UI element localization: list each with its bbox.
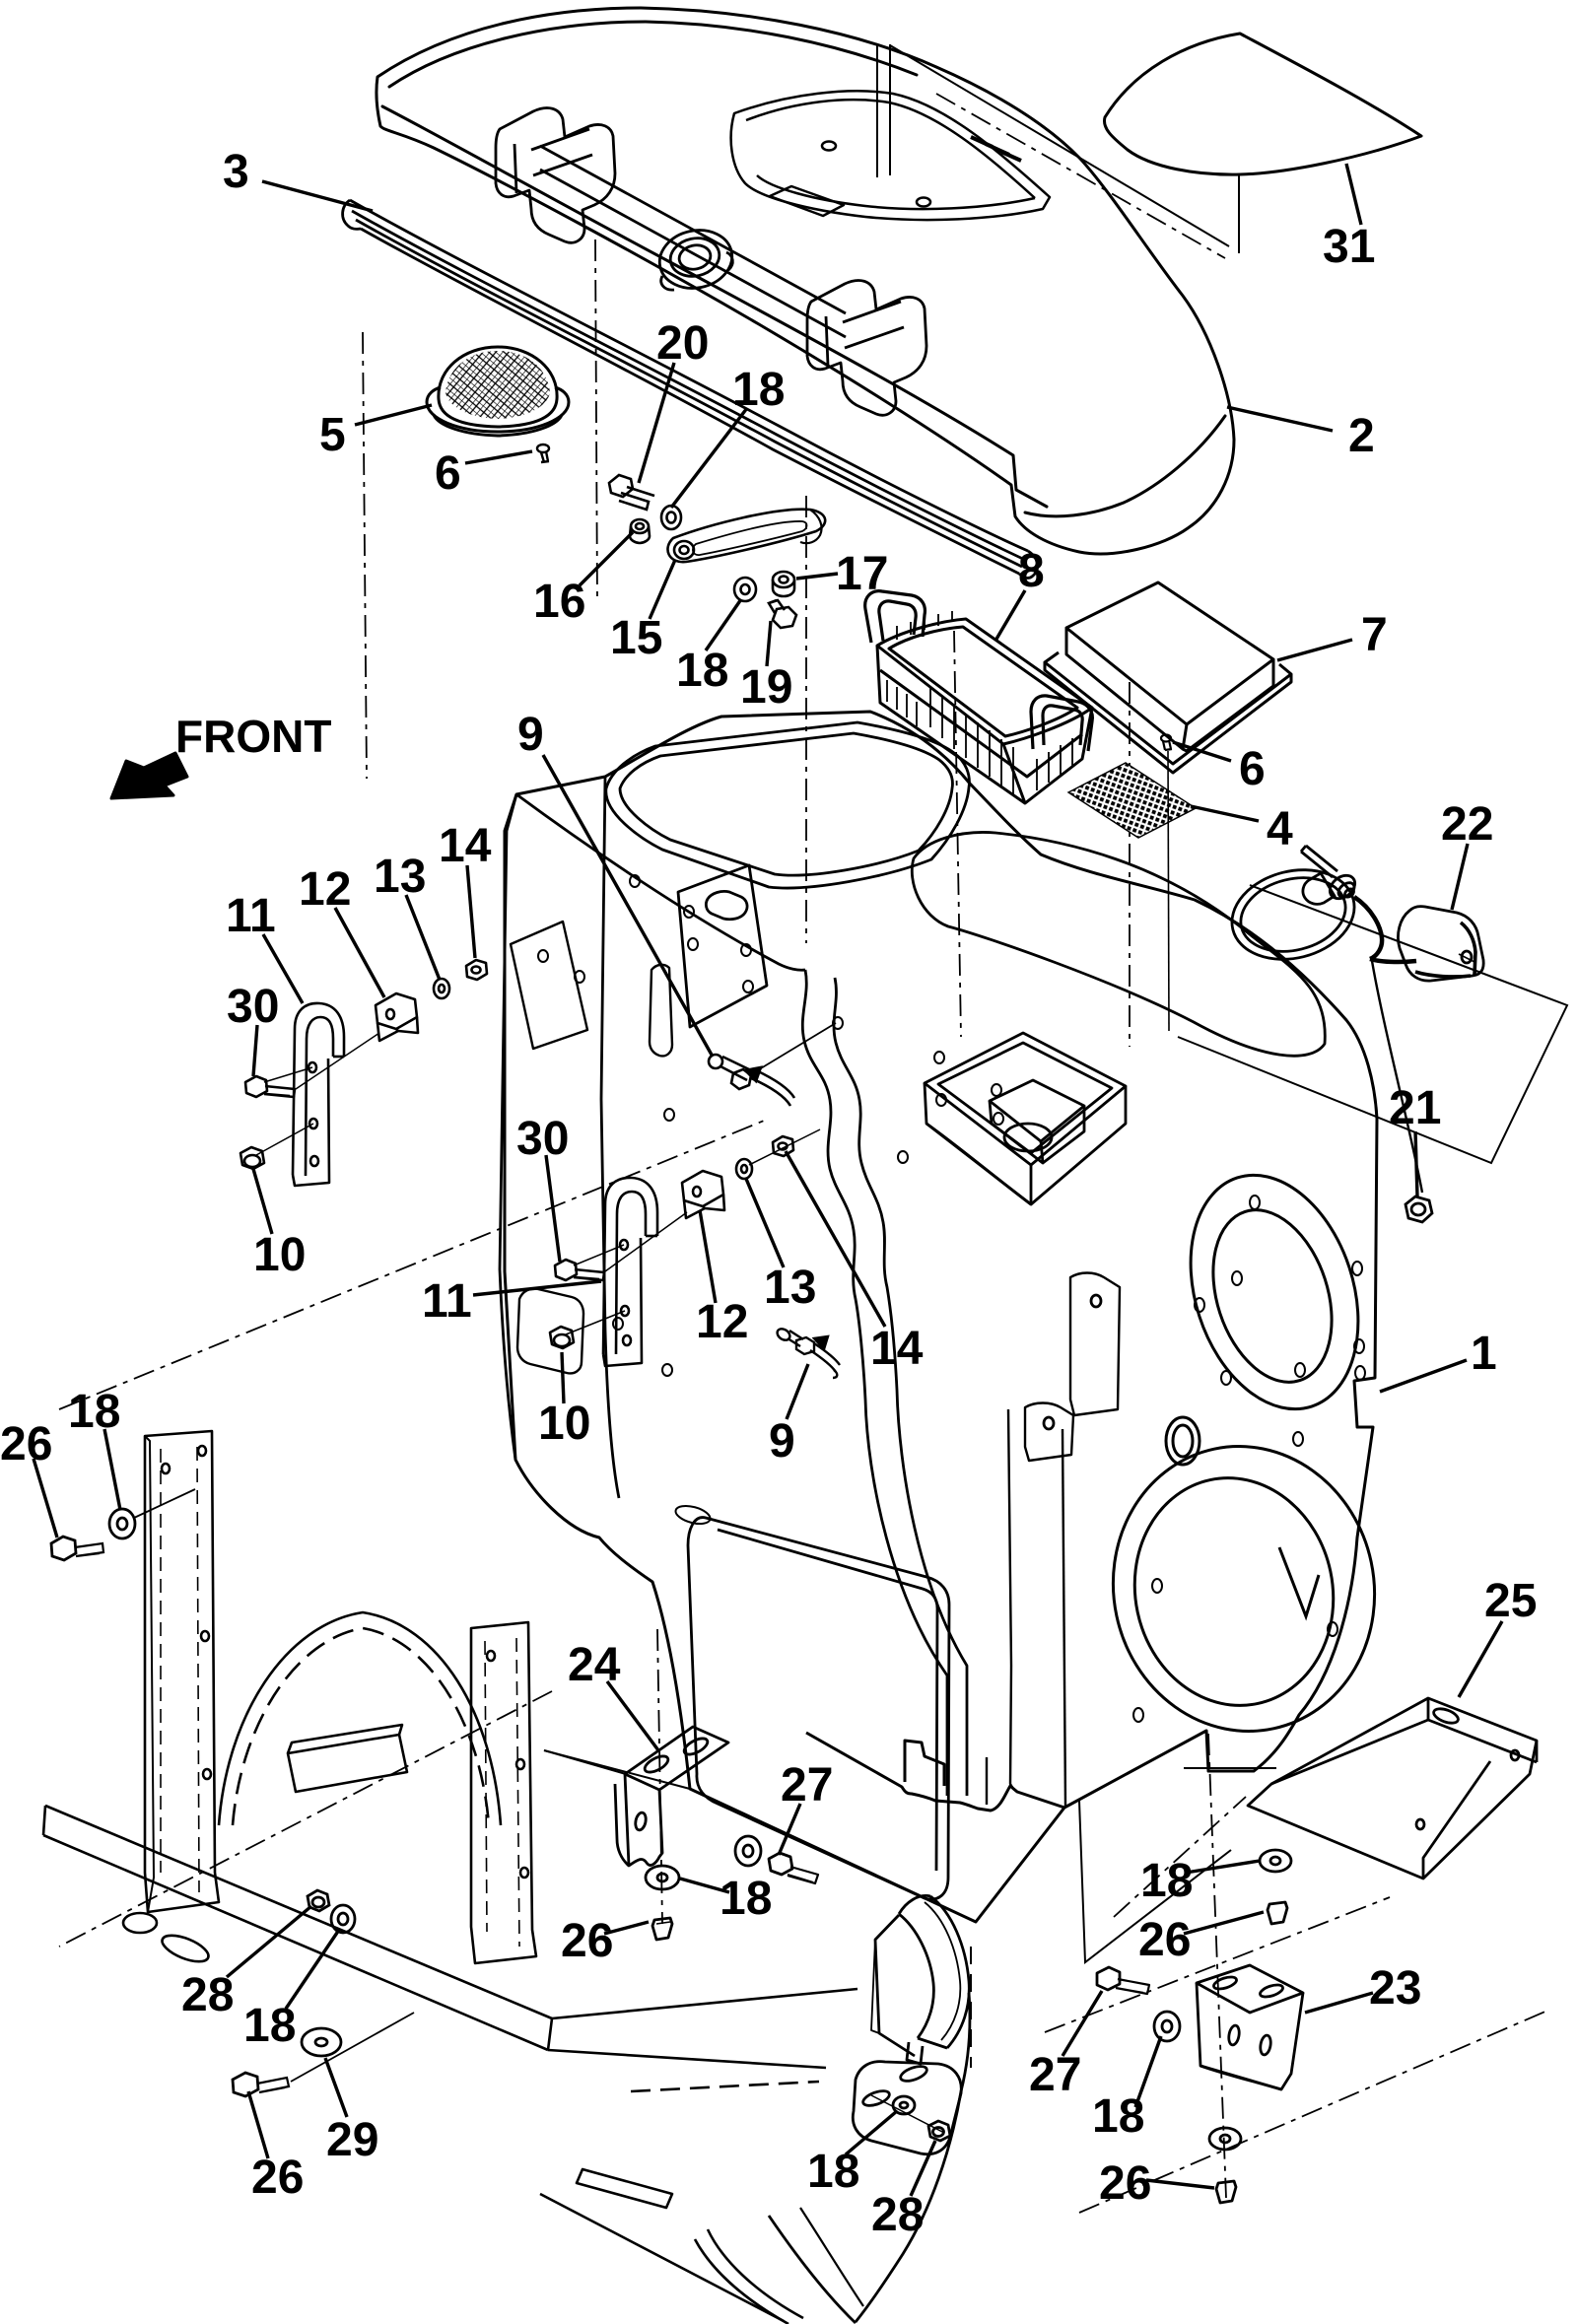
svg-text:20: 20 [656, 317, 709, 370]
svg-text:26: 26 [561, 1915, 613, 1967]
svg-text:1: 1 [1471, 1328, 1497, 1380]
svg-text:29: 29 [326, 2114, 378, 2166]
svg-text:6: 6 [435, 447, 461, 500]
svg-text:12: 12 [696, 1296, 748, 1348]
svg-text:14: 14 [870, 1323, 924, 1375]
svg-text:26: 26 [251, 2152, 304, 2204]
svg-text:30: 30 [227, 981, 279, 1033]
svg-text:13: 13 [374, 851, 426, 903]
svg-text:18: 18 [1140, 1855, 1193, 1907]
svg-text:9: 9 [769, 1415, 795, 1468]
svg-text:16: 16 [533, 576, 585, 628]
svg-text:11: 11 [226, 890, 276, 942]
svg-text:15: 15 [610, 612, 662, 664]
svg-text:18: 18 [720, 1873, 772, 1925]
svg-text:3: 3 [223, 146, 249, 198]
svg-text:18: 18 [676, 645, 728, 697]
svg-text:18: 18 [1092, 2090, 1144, 2143]
svg-text:6: 6 [1239, 743, 1266, 795]
svg-text:5: 5 [319, 409, 346, 461]
svg-text:4: 4 [1267, 803, 1293, 855]
svg-text:30: 30 [516, 1113, 569, 1165]
svg-text:28: 28 [871, 2189, 924, 2241]
svg-text:27: 27 [1029, 2049, 1081, 2101]
svg-text:26: 26 [0, 1418, 52, 1470]
svg-text:17: 17 [836, 548, 888, 600]
svg-text:12: 12 [299, 863, 351, 916]
svg-text:23: 23 [1369, 1962, 1421, 2015]
svg-text:7: 7 [1361, 609, 1388, 661]
svg-text:25: 25 [1484, 1575, 1537, 1627]
svg-text:10: 10 [538, 1398, 590, 1450]
svg-text:13: 13 [764, 1262, 816, 1314]
svg-text:10: 10 [253, 1229, 306, 1281]
svg-text:18: 18 [732, 364, 785, 416]
svg-text:18: 18 [68, 1386, 120, 1438]
svg-text:26: 26 [1099, 2157, 1151, 2210]
svg-text:19: 19 [740, 661, 792, 714]
svg-text:FRONT: FRONT [175, 711, 331, 762]
svg-text:8: 8 [1018, 545, 1045, 597]
svg-text:21: 21 [1389, 1082, 1441, 1134]
svg-text:22: 22 [1441, 798, 1493, 851]
svg-text:2: 2 [1348, 410, 1375, 462]
svg-text:18: 18 [243, 2000, 296, 2052]
svg-text:9: 9 [517, 709, 544, 761]
svg-text:28: 28 [181, 1969, 234, 2021]
svg-text:24: 24 [568, 1639, 621, 1691]
svg-text:18: 18 [807, 2146, 859, 2198]
svg-text:14: 14 [439, 820, 492, 872]
svg-text:31: 31 [1323, 221, 1375, 273]
svg-text:11: 11 [422, 1275, 472, 1328]
svg-text:26: 26 [1138, 1914, 1191, 1966]
svg-text:27: 27 [781, 1759, 833, 1811]
